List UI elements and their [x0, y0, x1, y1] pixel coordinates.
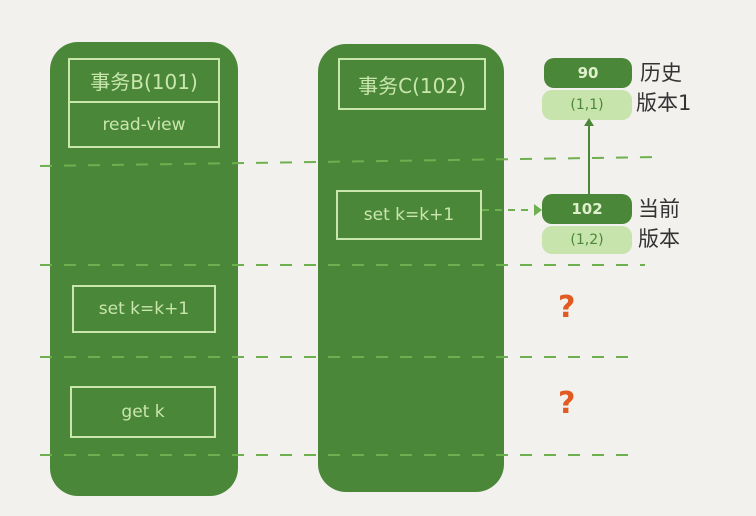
- transaction-b-set-operation: set k=k+1: [72, 285, 216, 333]
- transaction-c-title: 事务C(102): [338, 58, 486, 110]
- current-version-label-line1: 当前: [638, 197, 680, 221]
- current-version-meta: (1,2): [542, 226, 632, 254]
- transaction-b-title: 事务B(101): [68, 58, 220, 102]
- question-mark-2: ?: [558, 386, 576, 421]
- transaction-c-set-operation: set k=k+1: [336, 190, 482, 240]
- history-version-label-line1: 历史: [640, 61, 682, 85]
- transaction-b-get-operation: get k: [70, 386, 216, 438]
- transaction-c-panel: [318, 44, 504, 492]
- history-version-value: 90: [544, 58, 632, 88]
- read-view-label: read-view: [68, 102, 220, 148]
- current-version-label-line2: 版本: [638, 227, 680, 251]
- update-pointer-arrowhead: [534, 204, 542, 216]
- current-version-value: 102: [542, 194, 632, 224]
- transaction-b-panel: [50, 42, 238, 496]
- history-version-label-line2: 版本1: [636, 91, 692, 115]
- question-mark-1: ?: [558, 290, 576, 325]
- history-version-meta: (1,1): [542, 90, 632, 120]
